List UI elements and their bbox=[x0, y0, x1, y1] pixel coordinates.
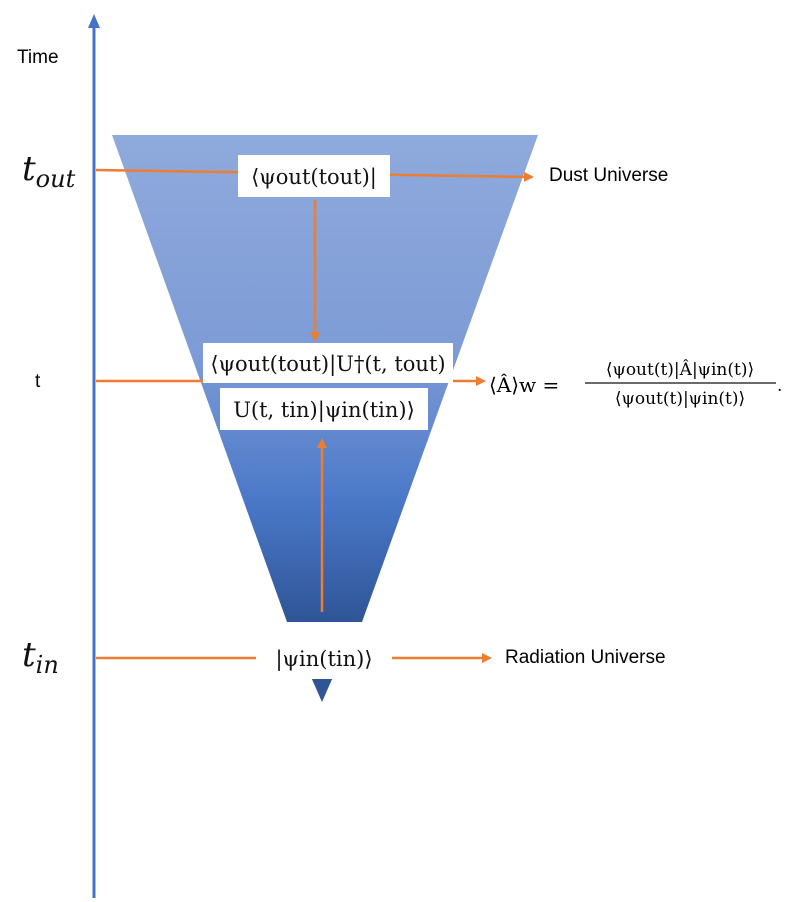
evolved-bra-box bbox=[203, 343, 453, 383]
time-axis-label: Time bbox=[17, 47, 59, 68]
weak-value-denominator: ⟨ψout(t)|ψin(t)⟩ bbox=[615, 389, 745, 409]
dust-universe-label: Dust Universe bbox=[549, 165, 668, 186]
weak-value-period: . bbox=[777, 376, 782, 396]
bra-out-box bbox=[238, 155, 390, 197]
radiation-universe-label: Radiation Universe bbox=[505, 647, 666, 668]
t-in-label: tin bbox=[22, 635, 59, 679]
evolved-ket-box bbox=[220, 388, 428, 430]
weak-value-lhs: ⟨Â⟩w = bbox=[489, 373, 559, 397]
evolved-ket-state: U(t, tin)|ψin(tin)⟩ bbox=[233, 398, 415, 423]
evolved-bra-state: ⟨ψout(tout)|U†(t, tout) bbox=[210, 352, 445, 377]
t-in-subscript: in bbox=[36, 651, 59, 679]
ket-in-state: |ψin(tin)⟩ bbox=[275, 647, 372, 672]
ket-in-box bbox=[256, 637, 392, 679]
t-label: t bbox=[35, 371, 41, 392]
t-out-label: tout bbox=[22, 149, 76, 193]
bra-out-state: ⟨ψout(tout)| bbox=[251, 165, 377, 190]
t-out-subscript: out bbox=[36, 165, 76, 193]
time-axis-arrowhead bbox=[88, 14, 100, 28]
weak-value-numerator: ⟨ψout(t)|Â|ψin(t)⟩ bbox=[606, 359, 754, 380]
cone-tip bbox=[311, 677, 333, 702]
